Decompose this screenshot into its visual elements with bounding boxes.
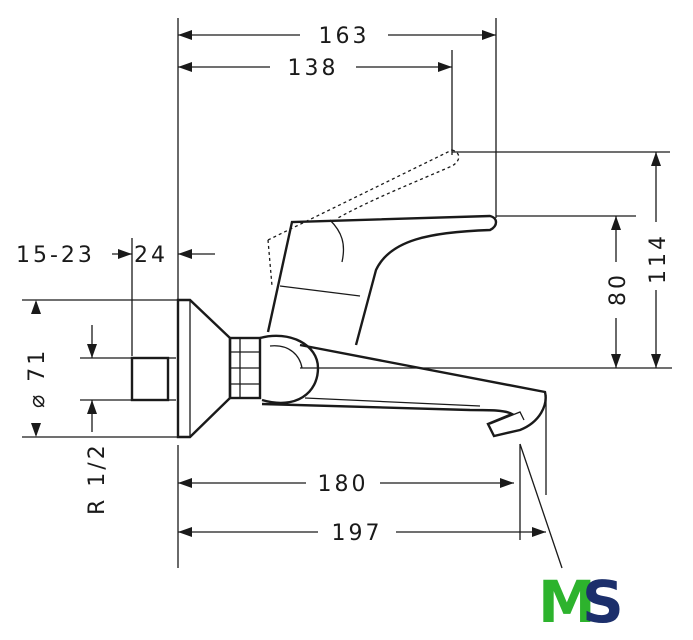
spout bbox=[261, 343, 547, 438]
wall-rosette bbox=[176, 298, 232, 439]
thread-inlet bbox=[130, 356, 170, 402]
dimension-163-label: 163 bbox=[319, 24, 370, 49]
dimension-r12-label: R 1/2 bbox=[85, 442, 110, 515]
logo-letter-m: M bbox=[538, 568, 596, 636]
dimension-diameter-71: ⌀ 71 bbox=[22, 299, 178, 438]
extension-lines bbox=[131, 18, 563, 569]
dimension-80: 80 bbox=[496, 215, 636, 368]
dimension-thread: R 1/2 bbox=[80, 325, 132, 515]
dimension-114-label: 114 bbox=[646, 233, 671, 284]
logo-letter-s: S bbox=[582, 568, 624, 636]
dimension-71-label: ⌀ 71 bbox=[25, 348, 50, 408]
dimension-15-23-label: 15-23 bbox=[16, 243, 95, 268]
lever-handle bbox=[266, 214, 498, 346]
dimension-163: 163 bbox=[178, 24, 496, 49]
dimension-wall: 15-23 24 bbox=[16, 243, 215, 268]
dimension-114: 114 bbox=[452, 151, 671, 368]
dimension-138-label: 138 bbox=[288, 56, 339, 81]
dimension-80-label: 80 bbox=[606, 272, 631, 306]
lever-handle-raised bbox=[267, 149, 460, 287]
dimension-180-label: 180 bbox=[318, 472, 369, 497]
faucet-drawing bbox=[130, 149, 547, 439]
faucet-body bbox=[259, 334, 320, 405]
dimension-197-label: 197 bbox=[332, 521, 383, 546]
dimension-180: 180 bbox=[178, 472, 514, 497]
dimension-24-label: 24 bbox=[134, 243, 168, 268]
dimension-197: 197 bbox=[178, 521, 546, 546]
ms-logo: M S bbox=[538, 568, 624, 636]
dimension-138: 138 bbox=[178, 56, 452, 81]
